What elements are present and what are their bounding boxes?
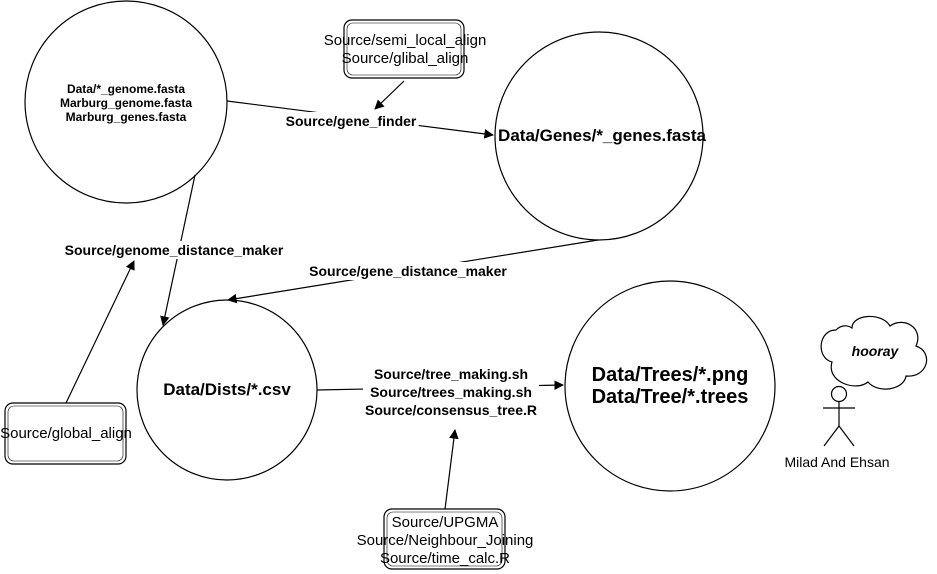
- actor-name-text: Milad And Ehsan: [784, 454, 890, 470]
- dists-circle-label: Data/Dists/*.csv: [163, 379, 291, 401]
- trees-line-1: Data/Trees/*.png: [591, 364, 749, 386]
- upgma-line-2: Source/Neighbour_Joining: [356, 532, 534, 549]
- genome-circle-label: Data/*_genome.fasta Marburg_genome.fasta…: [60, 82, 192, 124]
- genome-distance-maker-label: Source/genome_distance_maker: [62, 241, 286, 259]
- upgma-line-1: Source/UPGMA: [391, 514, 499, 531]
- edge-upgma-to-treemaking: [444, 429, 459, 510]
- genes-circle-text: Data/Genes/*_genes.fasta: [498, 126, 706, 145]
- tree-making-line-2: Source/trees_making.sh: [370, 384, 532, 400]
- trees-line-2: Data/Tree/*.trees: [591, 386, 749, 408]
- edge-globalalign-to-genomedist: [65, 260, 135, 404]
- tree-making-label: Source/tree_making.sh Source/trees_makin…: [363, 365, 539, 419]
- upgma-box[interactable]: [383, 508, 506, 570]
- cloud-text: hooray: [851, 343, 899, 359]
- upgma-box-label: Source/UPGMA Source/Neighbour_Joining So…: [357, 514, 534, 568]
- actor-figure[interactable]: [823, 385, 855, 447]
- align-box-left-label: Source/global_align: [0, 425, 132, 443]
- align-box-top-label: Source/semi_local_align Source/glibal_al…: [324, 32, 487, 68]
- trees-circle-label: Data/Trees/*.png Data/Tree/*.trees: [592, 364, 749, 408]
- align-top-line-2: Source/glibal_align: [341, 50, 469, 67]
- align-box-left[interactable]: [4, 402, 127, 465]
- gene-distance-maker-text: Source/gene_distance_maker: [309, 263, 507, 279]
- gene-distance-maker-label: Source/gene_distance_maker: [307, 262, 509, 280]
- dists-circle-text: Data/Dists/*.csv: [163, 380, 291, 399]
- genome-distance-maker-text: Source/genome_distance_maker: [64, 242, 284, 258]
- actor-name-label: Milad And Ehsan: [784, 453, 889, 471]
- tree-making-line-1: Source/tree_making.sh: [373, 366, 529, 382]
- cloud-label: hooray: [852, 342, 899, 360]
- cloud-shape: [820, 315, 928, 390]
- upgma-line-3: Source/time_calc.R: [379, 550, 511, 567]
- genome-circle[interactable]: [24, 0, 228, 204]
- genes-circle-label: Data/Genes/*_genes.fasta: [498, 125, 706, 147]
- gene-finder-text: Source/gene_finder: [285, 113, 417, 129]
- genome-line-1: Data/*_genome.fasta: [66, 82, 186, 96]
- genome-line-2: Marburg_genome.fasta: [59, 96, 193, 110]
- trees-circle[interactable]: [564, 280, 776, 492]
- genome-line-3: Marburg_genes.fasta: [65, 110, 187, 124]
- align-box-top[interactable]: [343, 19, 465, 79]
- align-left-text: Source/global_align: [0, 425, 132, 442]
- gene-finder-label: Source/gene_finder: [283, 112, 419, 130]
- edge-alignbox-to-genefinder: [374, 80, 405, 110]
- genes-circle[interactable]: [494, 31, 704, 241]
- align-top-line-1: Source/semi_local_align: [323, 32, 487, 49]
- tree-making-line-3: Source/consensus_tree.R: [365, 402, 537, 418]
